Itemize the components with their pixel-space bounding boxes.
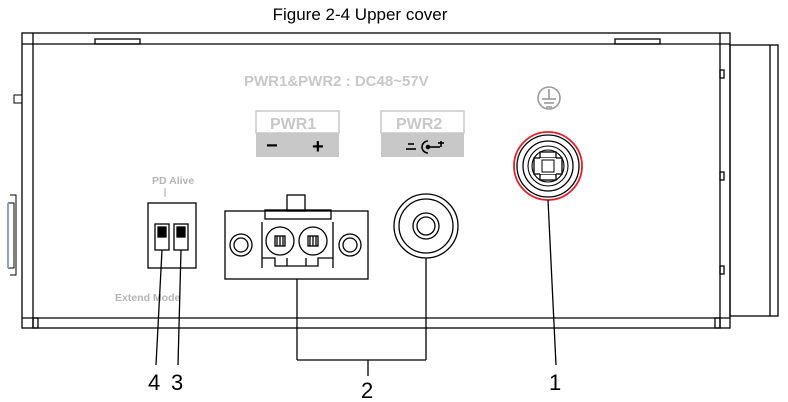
callout-leaders xyxy=(155,199,557,376)
pwr1-minus-label: − xyxy=(266,135,278,157)
pd-alive-label: PD Alive xyxy=(152,175,194,187)
pwr1-label-box: PWR1 − + xyxy=(255,110,340,158)
dc-jack-port xyxy=(393,193,459,259)
pwr1-plus-label: + xyxy=(312,136,324,158)
callout-3: 3 xyxy=(171,370,183,395)
dip-switch xyxy=(147,202,197,269)
power-range-label: PWR1&PWR2 : DC48~57V xyxy=(244,73,429,90)
pwr1-label: PWR1 xyxy=(270,116,316,133)
callout-4: 4 xyxy=(148,370,160,395)
callout-1: 1 xyxy=(549,370,561,395)
pwr2-label: PWR2 xyxy=(396,116,442,133)
dc-jack-polarity-icon xyxy=(406,140,444,154)
pwr2-label-box: PWR2 xyxy=(380,110,465,157)
figure-caption: Figure 2-4 Upper cover xyxy=(272,5,448,24)
side-bracket xyxy=(729,44,779,317)
left-edge-detail xyxy=(7,94,23,276)
terminal-block-connector xyxy=(224,194,369,280)
ground-screw-icon xyxy=(513,131,583,201)
extend-mode-label: Extend Mode xyxy=(115,292,180,304)
ground-icon xyxy=(537,86,561,110)
callout-2: 2 xyxy=(361,378,373,402)
